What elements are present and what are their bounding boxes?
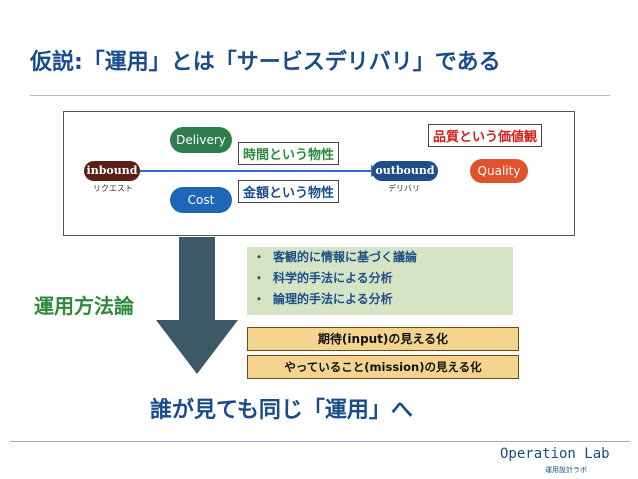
outbound-node: outbound <box>372 161 438 181</box>
title-divider <box>30 95 610 96</box>
time-property-label: 時間という物性 <box>238 142 340 165</box>
footer-divider <box>10 441 630 442</box>
points-list: ・客観的に情報に基づく議論 ・科学的手法による分析 ・論理的手法による分析 <box>247 247 513 315</box>
down-arrow-head <box>156 320 238 374</box>
page-title: 仮説:「運用」とは「サービスデリバリ」である <box>30 50 501 75</box>
method-label: 運用方法論 <box>34 294 134 318</box>
delivery-bubble: Delivery <box>170 127 232 153</box>
quality-value-label: 品質という価値観 <box>428 124 543 147</box>
expectation-visualize-box: 期待(input)の見える化 <box>247 327 519 351</box>
list-item: ・科学的手法による分析 <box>253 271 393 285</box>
amount-property-label: 金額という物性 <box>238 180 340 203</box>
quality-bubble: Quality <box>470 159 528 183</box>
down-arrow-shaft <box>179 237 215 320</box>
footer-brand: Operation Lab <box>500 446 610 462</box>
list-item: ・論理的手法による分析 <box>253 292 393 306</box>
conclusion-text: 誰が見ても同じ「運用」へ <box>150 398 413 423</box>
flow-arrow-line <box>137 170 377 172</box>
outbound-sub-label: デリバリ <box>388 184 420 193</box>
footer-brand-sub: 運用設計ラボ <box>545 466 587 474</box>
inbound-node: inbound <box>84 161 140 181</box>
mission-visualize-box: やっていること(mission)の見える化 <box>247 355 519 379</box>
cost-bubble: Cost <box>170 187 232 213</box>
list-item: ・客観的に情報に基づく議論 <box>253 250 418 264</box>
inbound-sub-label: リクエスト <box>93 184 133 193</box>
